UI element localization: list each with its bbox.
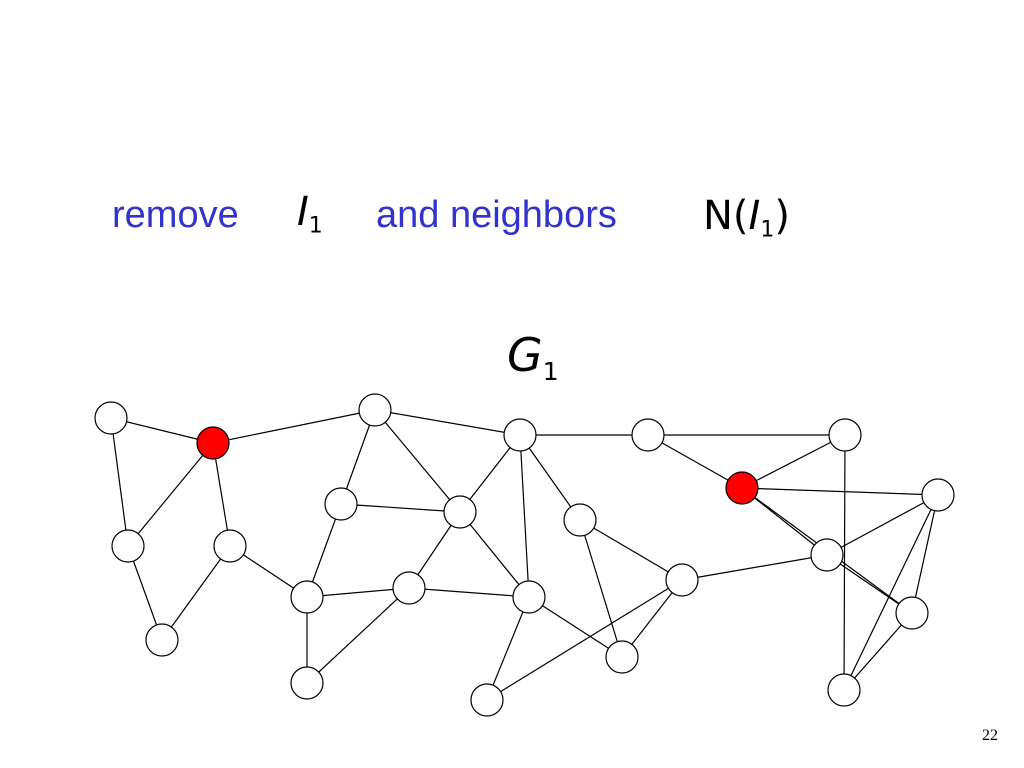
- graph-node-i: [443, 495, 477, 529]
- graph-edge-i-m: [459, 511, 530, 598]
- caption-i1-variable: I: [297, 189, 309, 235]
- graph-label-subscript: 1: [542, 356, 559, 386]
- graph-edge-f-g: [340, 409, 376, 505]
- graph-node-d: [213, 529, 247, 563]
- graph-edge-q-n: [579, 519, 683, 581]
- graph-edge-c-e: [127, 545, 163, 641]
- graph-node-o: [605, 640, 639, 674]
- graph-node-x: [827, 673, 861, 707]
- graph-edge-x-v: [843, 494, 939, 691]
- graph-edge-q-u: [681, 554, 828, 581]
- graph-edge-w-x: [843, 612, 913, 691]
- caption-and-neighbors: and neighbors: [376, 194, 617, 236]
- graph-node-v: [921, 478, 955, 512]
- graph-edge-b-d: [212, 442, 231, 547]
- graph-edge-f-i: [374, 409, 461, 513]
- graph-edge-r-t: [741, 434, 846, 489]
- caption-neighbors-math: N(I1): [703, 193, 790, 241]
- graph-node-g: [324, 487, 358, 521]
- caption-i1-math: I1: [297, 189, 323, 237]
- graph-node-j: [503, 418, 537, 452]
- graph-edge-j-m: [519, 434, 530, 598]
- graph-edge-l-k: [306, 587, 410, 684]
- graph-edge-r-u: [741, 487, 828, 556]
- graph-edge-m-p: [486, 596, 530, 701]
- graph-edge-h-k: [306, 587, 410, 598]
- graph-node-s: [631, 418, 665, 452]
- graph-edge-d-e: [161, 545, 231, 641]
- caption-n-suffix: ): [774, 193, 790, 239]
- caption-remove: remove: [112, 194, 239, 236]
- graph-node-w: [895, 596, 929, 630]
- graph-node-n: [563, 503, 597, 537]
- graph-node-a: [94, 401, 128, 435]
- graph-node-q: [665, 563, 699, 597]
- graph-edge-m-o: [528, 596, 623, 658]
- graph-edge-a-b: [110, 417, 214, 444]
- graph-edge-n-o: [579, 519, 623, 658]
- removed-node-r: [725, 471, 759, 505]
- graph-edge-k-m: [408, 587, 530, 598]
- graph-edge-w-u: [826, 554, 913, 614]
- graph-edge-j-n: [519, 434, 581, 521]
- caption-n-subscript: 1: [760, 217, 775, 243]
- graph-edge-b-f: [212, 409, 376, 444]
- graph-node-f: [358, 393, 392, 427]
- graph-node-m: [512, 580, 546, 614]
- graph-edge-b-c: [127, 442, 214, 547]
- graph-node-c: [111, 529, 145, 563]
- graph-node-u: [810, 538, 844, 572]
- caption-n-prefix: N(: [703, 193, 749, 239]
- graph-label-variable: G: [507, 328, 543, 382]
- graph-node-k: [392, 571, 426, 605]
- graph-edge-a-c: [110, 417, 129, 547]
- graph-label: G1: [507, 332, 559, 384]
- caption-i1-subscript: 1: [308, 213, 323, 239]
- graph-edge-g-i: [340, 503, 461, 513]
- graph-edge-v-u: [826, 494, 939, 556]
- graph-nodes: [94, 393, 955, 717]
- removed-node-b: [196, 426, 230, 460]
- graph-node-h: [290, 580, 324, 614]
- graph-node-t: [828, 418, 862, 452]
- page-number: 22: [982, 727, 998, 744]
- graph-edge-r-v: [741, 487, 939, 496]
- graph-node-e: [145, 623, 179, 657]
- graph-edge-s-r: [647, 434, 743, 489]
- graph-edge-t-x: [843, 434, 846, 691]
- graph-edge-f-j: [374, 409, 521, 436]
- graph-edge-v-w: [911, 494, 939, 614]
- graph-node-l: [290, 666, 324, 700]
- caption-n-variable: I: [748, 193, 761, 239]
- graph-node-p: [470, 683, 504, 717]
- graph-edge-p-q: [486, 579, 683, 701]
